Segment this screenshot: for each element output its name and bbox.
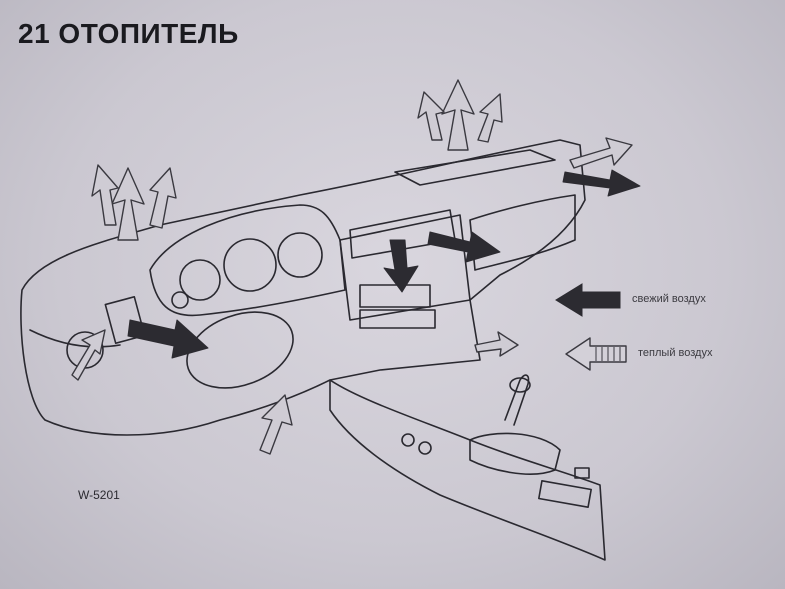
instrument-cluster xyxy=(149,204,346,317)
dashboard-outline xyxy=(20,139,586,436)
fresh-air-arrow-center-right xyxy=(427,231,501,263)
fresh-air-arrow-left-vent xyxy=(127,319,209,359)
gear-lever xyxy=(504,374,530,426)
gear-tunnel xyxy=(329,379,606,561)
center-console xyxy=(339,214,471,321)
warm-air-arrow-footwell xyxy=(259,394,293,455)
fresh-air-arrow-center-down xyxy=(383,239,419,293)
fresh-air-arrow-right-vent xyxy=(562,169,641,197)
warm-air-arrow-top-up xyxy=(441,79,475,151)
steering-wheel xyxy=(186,311,294,389)
warm-air-arrow-left-down xyxy=(71,329,106,381)
warm-air-arrow-lower xyxy=(474,331,519,357)
legend-fresh-air-label: свежий воздух xyxy=(632,293,706,305)
legend-warm-air-label: теплый воздух xyxy=(638,347,713,359)
legend-fresh-air-icon xyxy=(555,283,621,317)
figure-code: W-5201 xyxy=(78,488,120,502)
page-title: 21 ОТОПИТЕЛЬ xyxy=(18,18,239,49)
glove-box xyxy=(469,194,576,271)
warm-air-arrow-left-up xyxy=(111,167,145,241)
warm-air-arrow-right xyxy=(569,137,633,169)
legend-warm-air-icon xyxy=(565,337,627,371)
